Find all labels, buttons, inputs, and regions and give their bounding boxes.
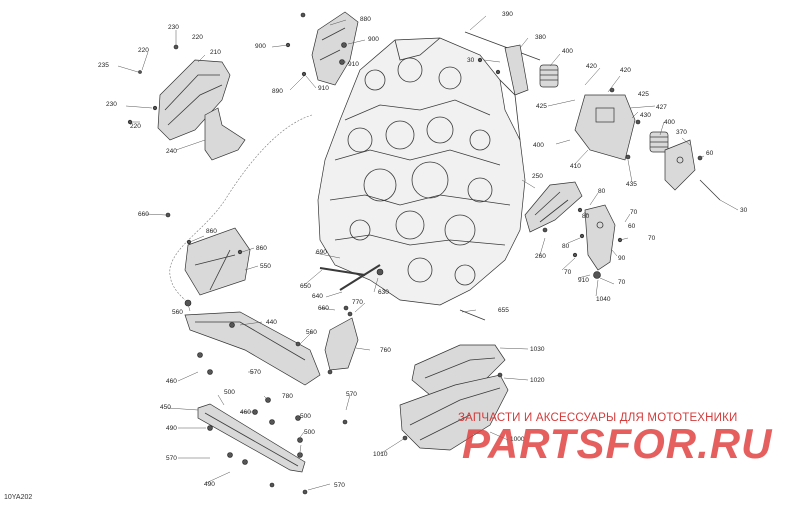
callout-435: 435 <box>626 181 637 188</box>
callout-1000: 1000 <box>510 436 525 443</box>
callout-570: 570 <box>250 369 261 376</box>
callout-560: 560 <box>306 329 317 336</box>
callout-650: 650 <box>300 283 311 290</box>
callout-410: 410 <box>570 163 581 170</box>
part-550-support <box>165 212 251 307</box>
callout-880: 880 <box>360 16 371 23</box>
callout-250: 250 <box>532 173 543 180</box>
callout-660: 660 <box>138 211 149 218</box>
callout-460: 460 <box>166 378 177 385</box>
callout-660: 660 <box>318 305 329 312</box>
callout-440: 440 <box>266 319 277 326</box>
callout-425: 425 <box>638 91 649 98</box>
callout-490: 490 <box>204 481 215 488</box>
callout-900: 900 <box>255 43 266 50</box>
callout-labels: 230 220 220 235 210 230 220 240 880 900 … <box>98 11 748 489</box>
callout-380: 380 <box>535 34 546 41</box>
part-250-heatshield <box>524 181 583 233</box>
callout-90: 90 <box>618 255 626 262</box>
callout-30: 30 <box>740 207 748 214</box>
callout-220: 220 <box>130 123 141 130</box>
callout-910: 910 <box>578 277 589 284</box>
part-370-plate <box>664 139 721 201</box>
callout-900: 900 <box>368 36 379 43</box>
part-210-belt-guard <box>127 44 246 161</box>
callout-910: 910 <box>348 61 359 68</box>
callout-60: 60 <box>706 150 714 157</box>
callout-400: 400 <box>562 48 573 55</box>
callout-80: 80 <box>562 243 570 250</box>
callout-760: 760 <box>380 347 391 354</box>
callout-210: 210 <box>210 49 221 56</box>
callout-500: 500 <box>304 429 315 436</box>
part-90-lower-bracket <box>542 204 623 279</box>
callout-1020: 1020 <box>530 377 545 384</box>
callout-230: 230 <box>106 101 117 108</box>
part-400-rubber-mount <box>539 64 669 153</box>
callout-490: 490 <box>166 425 177 432</box>
callout-70: 70 <box>618 279 626 286</box>
diagram-code: 10YA202 <box>4 494 33 501</box>
callout-425: 425 <box>536 103 547 110</box>
callout-550: 550 <box>260 263 271 270</box>
watermark-tagline: ЗАПЧАСТИ И АКСЕССУАРЫ ДЛЯ МОТОТЕХНИКИ <box>458 412 738 424</box>
callout-70: 70 <box>630 209 638 216</box>
callout-220: 220 <box>138 47 149 54</box>
callout-235: 235 <box>98 62 109 69</box>
callout-70: 70 <box>564 269 572 276</box>
callout-1010: 1010 <box>373 451 388 458</box>
callout-910: 910 <box>318 85 329 92</box>
part-650-rod <box>319 264 384 311</box>
callout-400: 400 <box>664 119 675 126</box>
callout-230: 230 <box>168 24 179 31</box>
part-390-rod <box>464 31 541 96</box>
callout-770: 770 <box>352 299 363 306</box>
callout-570: 570 <box>334 482 345 489</box>
callout-1030: 1030 <box>530 346 545 353</box>
callout-240: 240 <box>166 148 177 155</box>
callout-690: 690 <box>316 249 327 256</box>
callout-655: 655 <box>498 307 509 314</box>
callout-560: 560 <box>172 309 183 316</box>
callout-70: 70 <box>648 235 656 242</box>
leader-lines <box>117 15 739 491</box>
callout-80: 80 <box>582 213 590 220</box>
part-440-crossmember <box>184 311 321 386</box>
callout-570: 570 <box>166 455 177 462</box>
part-410-mount-bracket <box>574 87 641 161</box>
callout-420: 420 <box>620 67 631 74</box>
callout-260: 260 <box>535 253 546 260</box>
callout-390: 390 <box>502 11 513 18</box>
part-880-engine-bracket <box>285 11 359 86</box>
callout-427: 427 <box>656 104 667 111</box>
watermark-logo: PARTSFOR.RU <box>462 420 773 467</box>
callout-80: 80 <box>598 188 606 195</box>
cable-dashed <box>169 114 313 301</box>
callout-860: 860 <box>206 228 217 235</box>
callout-430: 430 <box>640 112 651 119</box>
callout-570: 570 <box>346 391 357 398</box>
callout-450: 450 <box>160 404 171 411</box>
callout-630: 630 <box>378 289 389 296</box>
callout-1040: 1040 <box>596 296 611 303</box>
part-450-rail <box>197 397 348 495</box>
callout-890: 890 <box>272 88 283 95</box>
callout-500: 500 <box>300 413 311 420</box>
callout-370: 370 <box>676 129 687 136</box>
callout-60: 60 <box>628 223 636 230</box>
callout-400: 400 <box>533 142 544 149</box>
engine-block <box>317 37 526 306</box>
callout-860: 860 <box>256 245 267 252</box>
callout-780: 780 <box>282 393 293 400</box>
callout-500: 500 <box>224 389 235 396</box>
callout-220: 220 <box>192 34 203 41</box>
callout-640: 640 <box>312 293 323 300</box>
callout-30: 30 <box>467 57 475 64</box>
callout-460: 460 <box>240 409 251 416</box>
callout-420: 420 <box>586 63 597 70</box>
